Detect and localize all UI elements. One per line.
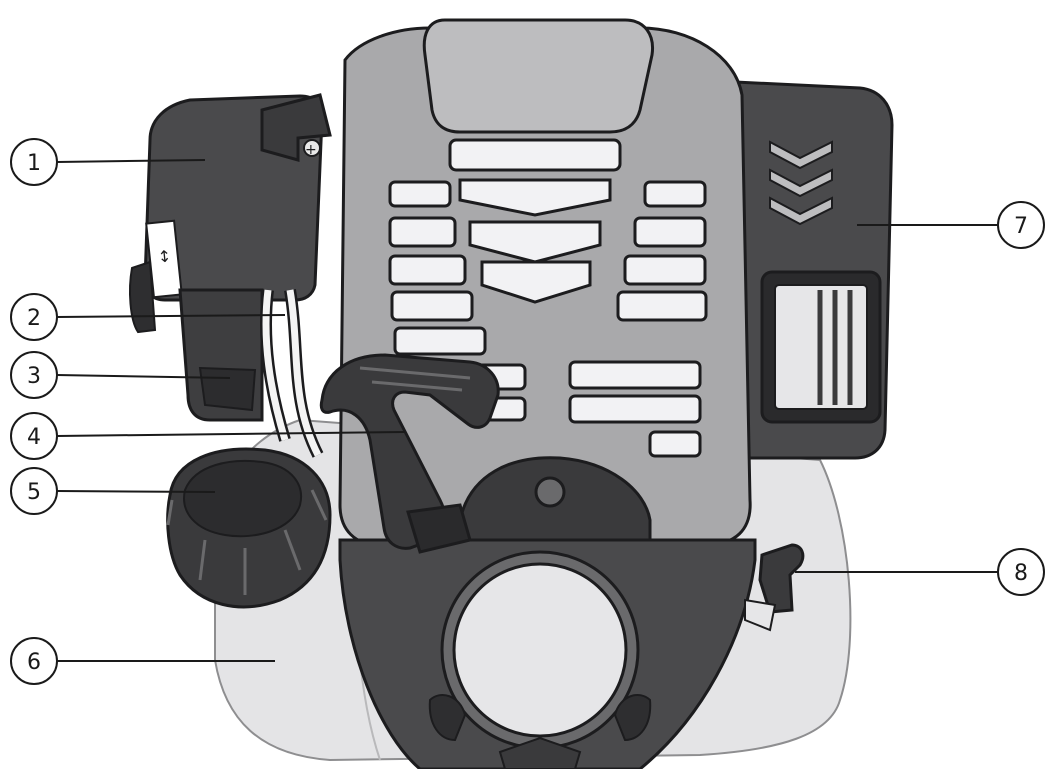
vent-left-5 <box>393 326 487 356</box>
starter-handle-sleeve <box>406 503 472 554</box>
vent-right-1 <box>643 180 707 208</box>
vent-right-2 <box>633 216 707 248</box>
leader-lines <box>56 159 998 662</box>
callout-7-number: 7 <box>1014 214 1028 239</box>
chevron-1 <box>769 140 833 170</box>
fuel-cap-rib-2 <box>198 539 207 581</box>
vent-lower-1 <box>568 360 702 390</box>
callout-5: 5 <box>10 467 58 515</box>
air-filter-cover-clip <box>260 93 332 162</box>
fuel-cap-rib-1 <box>166 499 174 526</box>
starter-ring-inner <box>452 562 628 738</box>
carburetor-bracket <box>198 366 257 412</box>
vent-top <box>448 138 622 172</box>
fuel-line-b-inner <box>286 289 322 457</box>
cooling-vents <box>388 138 708 458</box>
callout-3: 3 <box>10 351 58 399</box>
vent-chevron-3 <box>480 260 592 304</box>
starter-foot-right <box>613 694 652 742</box>
callout-4-number: 4 <box>27 425 41 450</box>
vent-left-1 <box>388 180 452 208</box>
starter-handle-grip-lines <box>359 366 471 392</box>
callout-2-number: 2 <box>27 306 41 331</box>
fuel-line-a-inner <box>262 289 289 442</box>
leader-3 <box>56 374 231 379</box>
callout-4: 4 <box>10 412 58 460</box>
chevron-2 <box>769 168 833 198</box>
leader-5 <box>56 490 216 493</box>
exhaust-vent-fins <box>817 290 853 405</box>
choke-label <box>145 219 183 299</box>
leader-2 <box>56 314 286 318</box>
callout-3-number: 3 <box>27 364 41 389</box>
starter-bolt <box>534 476 566 508</box>
callout-6-number: 6 <box>27 650 41 675</box>
air-filter-side-knob <box>129 260 157 334</box>
chevron-3 <box>769 196 833 226</box>
callout-7: 7 <box>997 201 1045 249</box>
callout-8: 8 <box>997 548 1045 596</box>
callout-2: 2 <box>10 293 58 341</box>
vent-left-3 <box>388 254 467 286</box>
callout-8-number: 8 <box>1014 561 1028 586</box>
callout-1: 1 <box>10 138 58 186</box>
starter-bottom-notch <box>498 736 582 769</box>
screw-slot: + <box>305 142 317 158</box>
leader-1 <box>56 159 206 163</box>
callout-5-number: 5 <box>27 480 41 505</box>
callout-1-number: 1 <box>27 151 41 176</box>
air-filter-screw <box>303 139 321 157</box>
fuel-cap-rib-4 <box>283 529 302 571</box>
vent-lower-2 <box>568 394 702 424</box>
vent-lower-3 <box>648 430 702 458</box>
leader-4 <box>56 431 406 437</box>
vent-chevron-1 <box>458 178 612 217</box>
vent-right-4 <box>616 290 708 322</box>
engine-cover-top-ridge <box>422 18 655 134</box>
vent-left-2 <box>388 216 457 248</box>
vent-right-3 <box>623 254 707 286</box>
vent-chevron-2 <box>468 220 602 264</box>
stop-switch-bracket <box>744 598 777 632</box>
choke-label-symbol: ↕ <box>157 246 172 266</box>
starter-handle <box>319 353 500 550</box>
stop-switch-lever <box>758 543 805 614</box>
fuel-cap-top <box>183 459 303 538</box>
starter-foot-left <box>428 694 467 742</box>
callout-6: 6 <box>10 637 58 685</box>
fuel-cap-rib-5 <box>310 489 328 521</box>
vent-left-4 <box>390 290 474 322</box>
